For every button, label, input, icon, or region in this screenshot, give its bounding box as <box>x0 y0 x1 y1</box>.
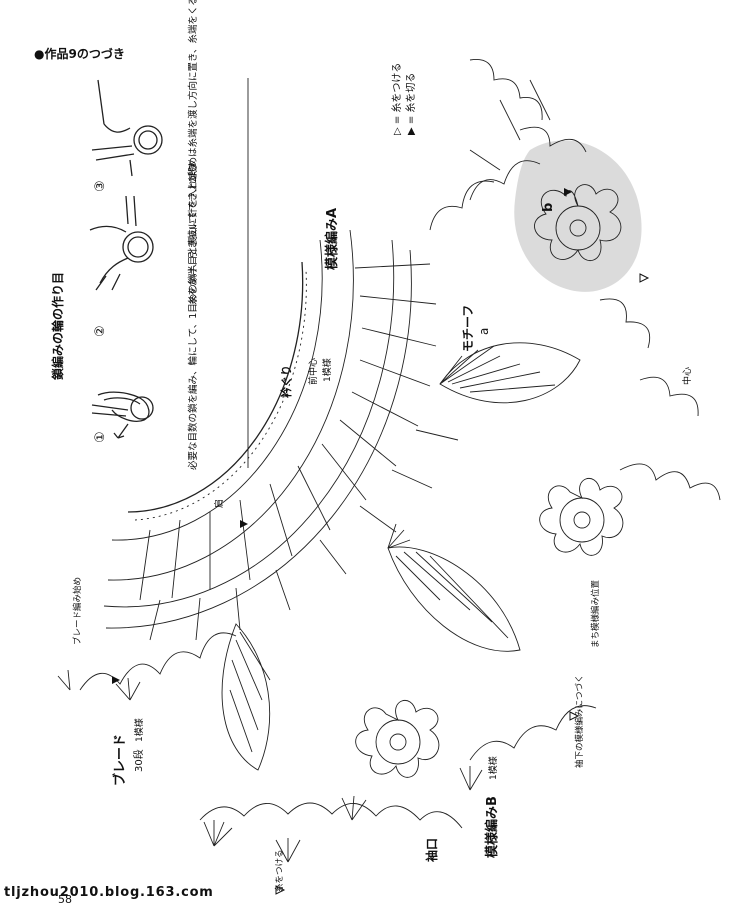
pineapple-motif-sleeve <box>221 623 271 771</box>
label-braid-rows: 30段 <box>132 749 145 772</box>
flower-motif-center <box>539 478 624 556</box>
step1-illustration <box>91 391 154 439</box>
row-arc-2 <box>107 229 354 581</box>
label-braid-start: ブレード編み始め <box>72 577 83 645</box>
watermark: tljzhou2010.blog.163.com <box>4 885 214 900</box>
label-braid: ブレード <box>112 734 128 786</box>
label-motif-b: b <box>541 203 556 212</box>
legend-cut: ▶ = 糸を切る <box>405 73 417 135</box>
row-arc-1 <box>111 239 323 541</box>
legend: ▷ = 糸をつける ▶ = 糸を切る <box>391 63 417 135</box>
collar-diagram <box>57 58 721 895</box>
pineapple-motif-a <box>439 342 581 404</box>
thread-markers <box>112 188 650 895</box>
step2-number: ② <box>93 325 108 337</box>
step1-number: ① <box>93 431 108 443</box>
label-braid-one-pattern: 1模様 <box>133 718 145 742</box>
step3-illustration <box>91 79 163 177</box>
instruction-panel: 鎖編みの輪の作り目 ① 必要な目数の鎖を編み、輪にして、1目めの鎖半目と裏山に針… <box>50 0 199 470</box>
label-reattach: 糸をつける <box>274 849 285 892</box>
label-center: 中心 <box>681 367 693 385</box>
row-arc-4 <box>105 249 412 629</box>
step1-text: 必要な目数の鎖を編み、輪にして、1目めの鎖半目と裏山に針を入れます <box>187 161 199 470</box>
step2-illustration <box>89 195 154 291</box>
step3-number: ③ <box>93 180 108 192</box>
label-one-pattern-a: 1模様 <box>321 358 333 382</box>
flower-motif-sleeve <box>355 700 440 778</box>
label-front-center: 前中心 <box>307 358 319 385</box>
yoke-spokes <box>139 263 459 641</box>
label-shoulder: 肩 <box>213 499 225 508</box>
label-pick-up: まち模様編み位置 <box>590 579 601 648</box>
step3-text: 1段めは糸端を渡し方向に置き、糸端をくるみながら編む <box>187 0 199 182</box>
section-header: ●作品9のつづき <box>34 46 125 61</box>
motif-b-shade <box>514 140 642 292</box>
neckline-edge <box>127 261 304 513</box>
instruction-title: 鎖編みの輪の作り目 <box>50 272 65 380</box>
label-motif-a: a <box>477 328 491 335</box>
label-pattern-a: 模様編みA <box>324 208 340 270</box>
label-sleeve: 袖口 <box>424 838 439 862</box>
sleeve-fan-edge <box>57 669 483 863</box>
pineapple-motif-mid <box>387 523 521 652</box>
label-neckline: 衿ぐり <box>279 365 293 398</box>
legend-attach: ▷ = 糸をつける <box>391 63 403 135</box>
step2-text: 糸をかけ、引き抜いてでき上がり <box>187 163 199 305</box>
page-number: 58 <box>58 893 72 906</box>
outer-lace <box>79 58 721 829</box>
row-arc-3 <box>103 239 395 608</box>
label-pattern-b: 模様編みB <box>484 796 500 858</box>
label-motif: モチーフ <box>461 305 475 352</box>
label-under-arm: 袖下の模様編みにつづく <box>574 674 585 768</box>
flower-motif-b <box>534 184 622 261</box>
label-pattern-b-rows: 1模様 <box>487 756 499 780</box>
